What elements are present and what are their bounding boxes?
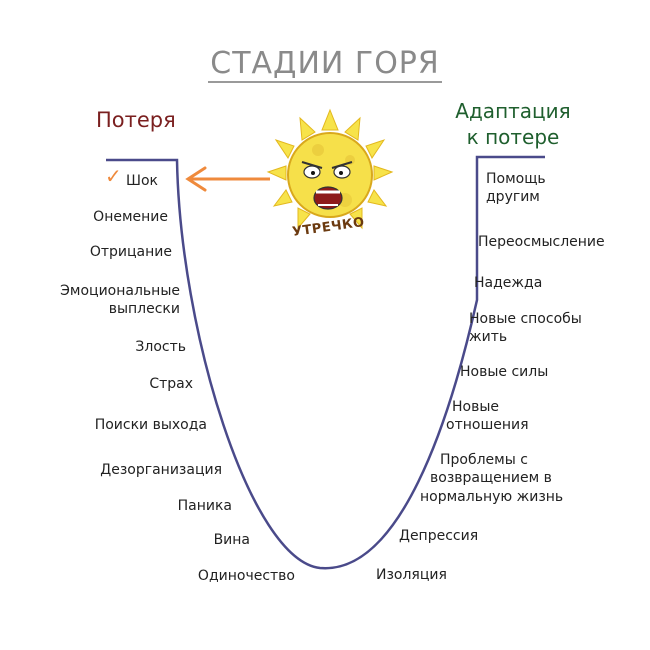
stage-isolation: Изоляция	[376, 567, 447, 583]
stage-denial: Отрицание	[89, 244, 172, 260]
stage-emotional-line2: выплески	[108, 301, 180, 317]
adaptation-heading: Адаптация к потере	[438, 98, 588, 150]
stage-new-strength: Новые силы	[460, 364, 549, 380]
stage-depression: Депрессия	[399, 528, 479, 544]
stage-return-problems-line2: возвращением в	[430, 470, 552, 486]
stage-loneliness: Одиночество	[197, 568, 295, 584]
grief-curve	[106, 155, 545, 570]
pointer-arrow-head	[185, 166, 207, 192]
stage-disorganization: Дезорганизация	[100, 462, 222, 478]
stage-helping-line1: Помощь	[486, 171, 546, 187]
stage-hope: Надежда	[474, 275, 543, 291]
stage-new-ways-line2: жить	[469, 329, 508, 345]
stage-return-problems-line1: Проблемы с	[440, 452, 528, 468]
check-mark-icon: ✓	[105, 164, 122, 188]
stage-new-ways-line1: Новые способы	[469, 311, 582, 327]
stage-rethinking: Переосмысление	[478, 234, 605, 250]
stage-fear: Страх	[149, 376, 193, 392]
stage-panic: Паника	[177, 498, 232, 514]
page-title: СТАДИИ ГОРЯ	[208, 46, 442, 83]
adaptation-heading-line1: Адаптация	[455, 99, 571, 123]
loss-heading: Потеря	[96, 108, 176, 132]
angry-sun-icon	[266, 108, 394, 230]
stage-guilt: Вина	[213, 532, 250, 548]
stage-new-relations-line2: отношения	[446, 417, 529, 433]
stage-new-relations-line1: Новые	[452, 399, 500, 415]
stage-numbness: Онемение	[93, 209, 168, 225]
stage-shock: Шок	[126, 173, 158, 189]
stage-emotional-line1: Эмоциональные	[60, 283, 180, 299]
stage-anger: Злость	[135, 339, 186, 355]
adaptation-heading-line2: к потере	[466, 125, 560, 149]
stage-search: Поиски выхода	[94, 417, 207, 433]
stage-return-problems-line3: нормальную жизнь	[420, 489, 564, 505]
stage-helping-line2: другим	[486, 189, 540, 205]
